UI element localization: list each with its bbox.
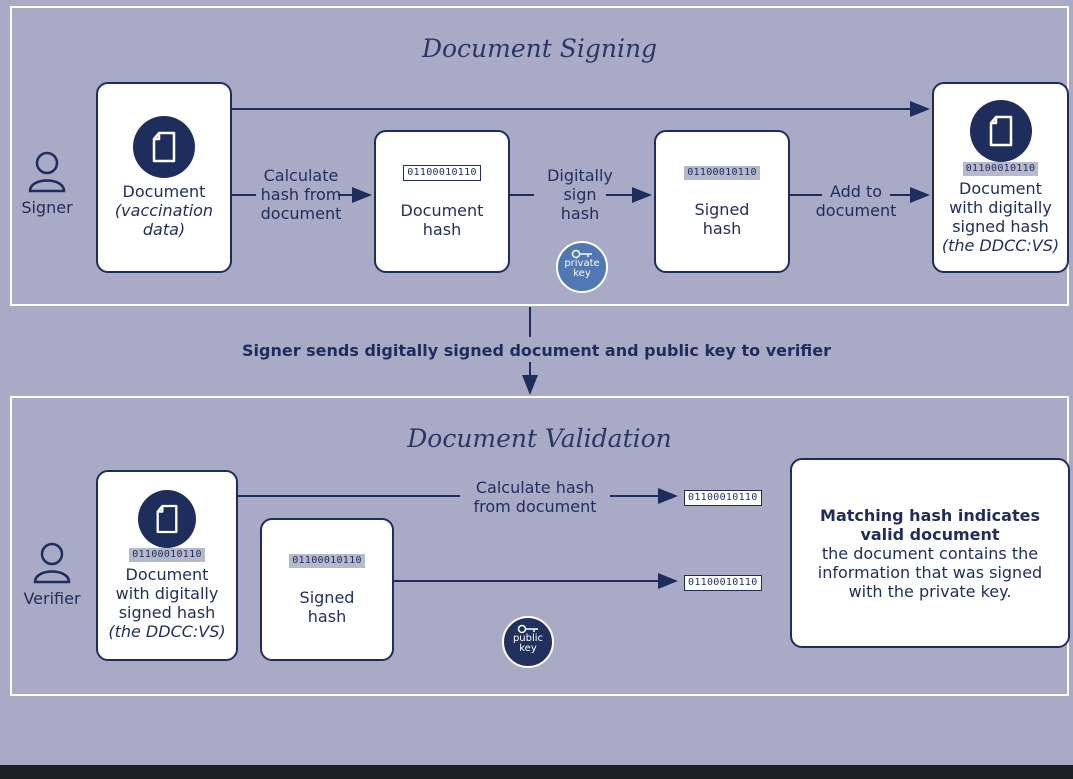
result-line1: the document contains the [821,543,1039,563]
signing-panel: Document Signing [10,6,1069,306]
transfer-text: Signer sends digitally signed document a… [241,341,831,360]
verifier-label: Verifier [23,589,81,608]
final-line4: (the DDCC:VS) [941,236,1060,255]
computed-hash-top: 01100010110 [684,490,762,506]
calc-hash-line1: Calculate [263,166,339,185]
signer-label: Signer [21,198,73,217]
bottom-bar [0,765,1073,779]
result-title-line2: valid document [860,524,1000,544]
sign-line1: Digitally [547,166,613,185]
verifier-signed-hash-value: 01100010110 [289,553,365,568]
document-icon [138,490,196,548]
calc-hash-line3: document [260,204,342,223]
result-title-line1: Matching hash indicates [820,505,1040,525]
document-box-line3: data) [142,220,186,239]
result-box: Matching hash indicates valid document t… [790,458,1070,648]
signed-hash-line2: hash [702,218,742,238]
final-line2: with digitally [949,198,1052,217]
document-box-line1: Document [122,182,206,201]
verifier-doc-line3: signed hash [118,603,216,622]
verifier-signed-line2: hash [307,606,347,626]
validation-panel: Document Validation [10,396,1069,696]
document-hash-box: 01100010110 Document hash [374,130,510,273]
public-key-badge: public key [502,616,554,668]
result-line2: information that was signed [817,562,1043,582]
verifier-doc-line1: Document [125,565,209,584]
signer: Signer [14,150,80,217]
verifier-doc-line2: with digitally [115,584,219,603]
public-key-line1: public [512,633,544,644]
document-hash-line2: hash [422,219,462,239]
verifier-person-icon [33,542,71,584]
sign-line3: hash [560,204,600,223]
validation-title: Document Validation [407,424,672,453]
verifier-signed-hash-box: 01100010110 Signed hash [260,518,394,661]
public-key-line2: key [519,643,537,654]
computed-hash-bottom: 01100010110 [684,575,762,591]
key-icon [571,249,592,259]
signed-hash-value: 01100010110 [684,165,760,180]
sign-line2: sign [563,185,597,204]
key-icon [517,624,538,634]
final-line1: Document [959,179,1042,198]
private-key-line1: private [564,258,600,269]
signed-document-box: 01100010110 Document with digitally sign… [932,82,1069,273]
calc-hash-from-doc-label: Calculate hash from document [452,478,618,516]
document-hash-value: 01100010110 [403,164,481,181]
add-line1: Add to [829,182,883,201]
result-line3: with the private key. [848,581,1012,601]
add-line2: document [815,201,897,220]
document-hash-line1: Document [400,200,484,220]
private-key-badge: private key [556,241,608,293]
calc-hash-line2: hash from [260,185,342,204]
document-box: Document (vaccination data) [96,82,232,273]
private-key-line2: key [573,268,591,279]
verifier-doc-line4: (the DDCC:VS) [108,622,226,641]
calc-line1: Calculate hash [475,478,595,497]
signed-hash-line1: Signed [694,199,750,219]
document-box-line2: (vaccination [114,201,214,220]
sign-hash-label: Digitally sign hash [530,166,630,223]
document-icon [133,116,195,178]
document-icon [969,100,1032,162]
add-to-doc-label: Add to document [808,182,904,220]
final-hash-value: 01100010110 [962,162,1039,176]
verifier: Verifier [14,541,90,608]
verifier-document-box: 01100010110 Document with digitally sign… [96,470,238,661]
calc-line2: from document [473,497,597,516]
verifier-doc-hash: 01100010110 [129,548,205,562]
signed-hash-box: 01100010110 Signed hash [654,130,790,273]
signer-person-icon [28,151,66,193]
signing-title: Document Signing [421,34,658,63]
calc-hash-label: Calculate hash from document [246,166,356,223]
final-line3: signed hash [952,217,1049,236]
verifier-signed-line1: Signed [299,587,355,607]
